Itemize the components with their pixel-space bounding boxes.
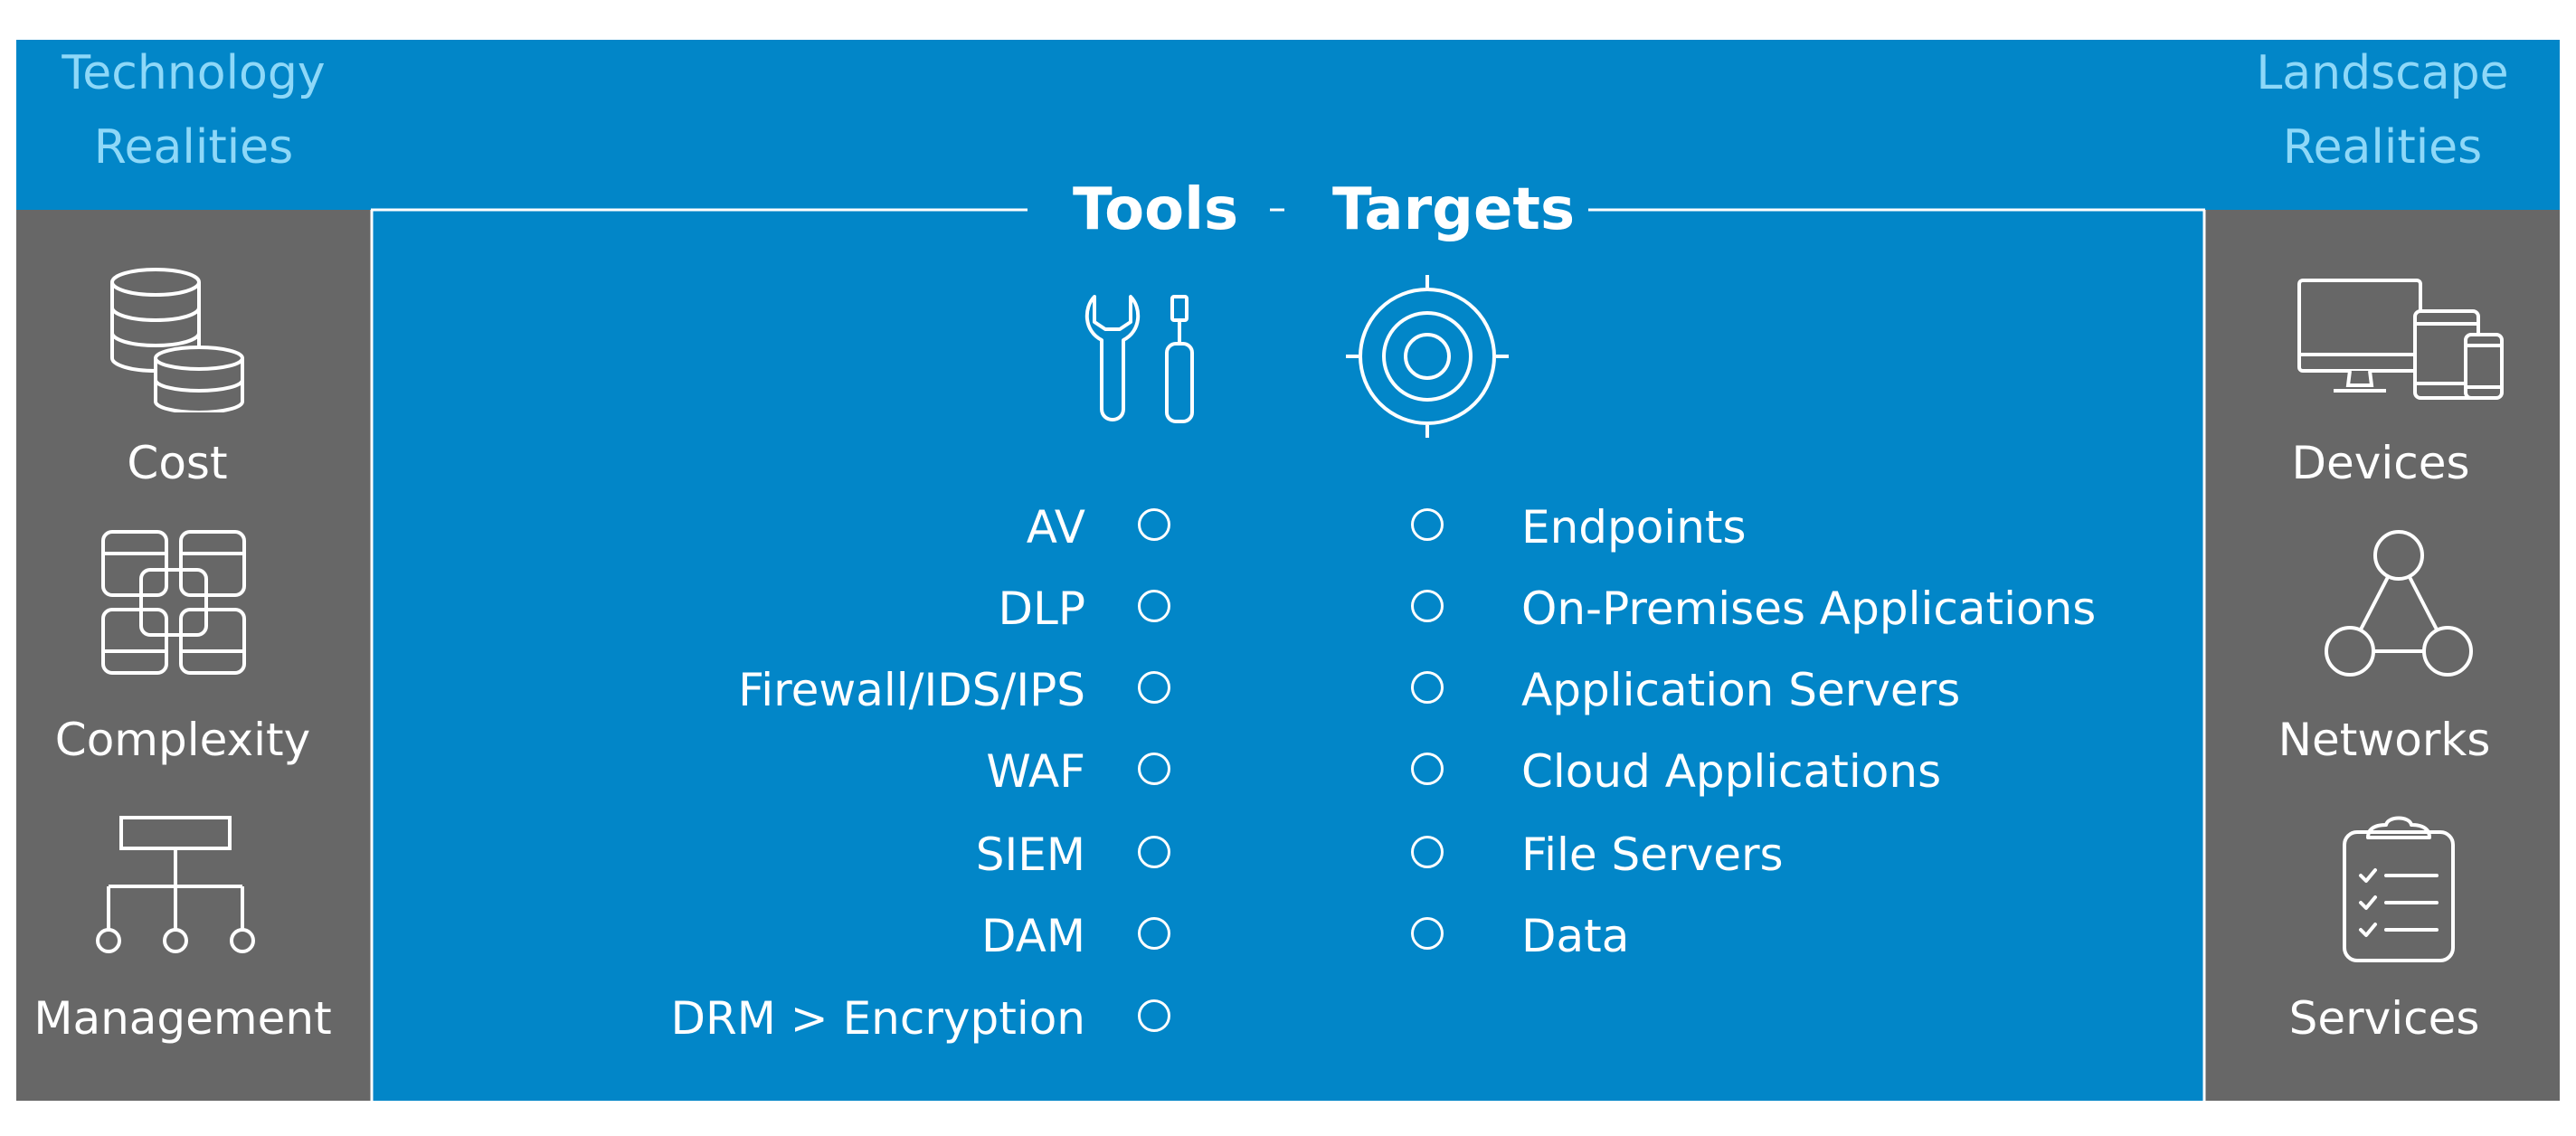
tool-label: DLP: [998, 582, 1085, 635]
right-item-label: Networks: [2278, 714, 2491, 766]
left-header-line1: Technology: [62, 46, 326, 100]
tool-label: WAF: [986, 745, 1085, 798]
database-stack-icon: [110, 268, 244, 412]
tool-connector-dot: [1138, 508, 1170, 541]
tool-connector-dot: [1138, 671, 1170, 704]
target-connector-dot: [1411, 836, 1444, 868]
target-icon: [1346, 275, 1509, 438]
target-label: File Servers: [1521, 828, 1784, 881]
tool-connector-dot: [1138, 836, 1170, 868]
clipboard-checklist-icon: [2343, 816, 2455, 962]
tools-icon: [1084, 295, 1194, 423]
tool-label: SIEM: [975, 828, 1085, 881]
tool-label: Firewall/IDS/IPS: [738, 664, 1085, 716]
right-header-line2: Realities: [2282, 120, 2483, 175]
interlocking-squares-icon: [101, 530, 246, 675]
org-chart-icon: [96, 816, 255, 953]
left-item-label: Complexity: [54, 714, 311, 766]
tool-label: DAM: [981, 910, 1085, 962]
target-label: Cloud Applications: [1521, 745, 1942, 798]
right-item-label: Devices: [2291, 437, 2470, 489]
target-connector-dot: [1411, 917, 1444, 950]
right-header-line1: Landscape: [2256, 46, 2509, 100]
target-label: Data: [1521, 910, 1630, 962]
left-item-label: Cost: [127, 437, 228, 489]
left-item-label: Management: [33, 992, 332, 1045]
target-connector-dot: [1411, 590, 1444, 622]
devices-icon: [2297, 279, 2504, 400]
targets-title: Targets: [1332, 176, 1576, 243]
tool-connector-dot: [1138, 917, 1170, 950]
tool-label: DRM > Encryption: [670, 992, 1086, 1045]
tool-connector-dot: [1138, 999, 1170, 1032]
target-label: On-Premises Applications: [1521, 582, 2097, 635]
tool-label: AV: [1026, 501, 1085, 554]
tool-connector-dot: [1138, 590, 1170, 622]
target-connector-dot: [1411, 508, 1444, 541]
tool-connector-dot: [1138, 753, 1170, 785]
top-banner: [16, 40, 2560, 210]
tools-title: Tools: [1073, 176, 1239, 243]
center-panel: [371, 210, 2205, 1101]
target-label: Endpoints: [1521, 501, 1747, 554]
network-triangle-icon: [2325, 530, 2473, 677]
left-header-line2: Realities: [93, 120, 294, 175]
target-label: Application Servers: [1521, 664, 1961, 716]
right-item-label: Services: [2288, 992, 2480, 1045]
target-connector-dot: [1411, 753, 1444, 785]
target-connector-dot: [1411, 671, 1444, 704]
